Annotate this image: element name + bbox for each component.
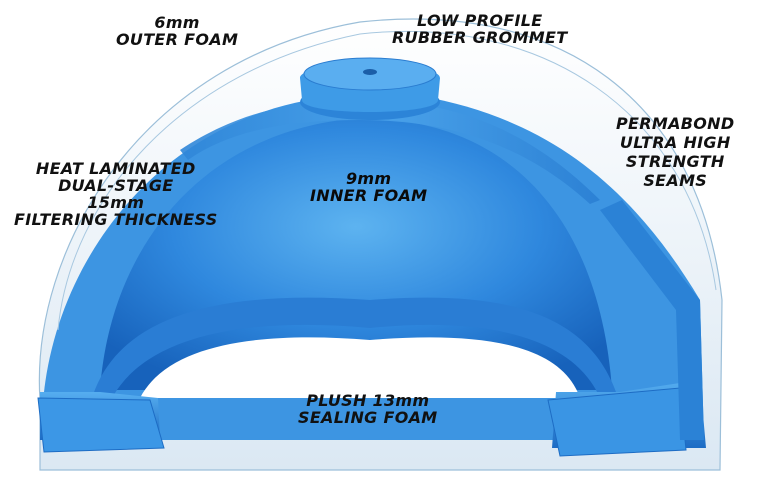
outer-foam-label: 6mm OUTER FOAM [116, 13, 239, 49]
grommet-hole [363, 69, 377, 75]
outer-edge-line [57, 30, 717, 331]
right-foot [547, 387, 687, 457]
seams-label: PERMABOND ULTRA HIGH STRENGTH SEAMS [616, 114, 735, 190]
dome-rim [180, 100, 600, 204]
grommet-label: LOW PROFILE RUBBER GROMMET [392, 11, 568, 47]
inner-foam-label: 9mm INNER FOAM [310, 169, 428, 205]
sealing-foam-label: PLUSH 13mm SEALING FOAM [298, 391, 438, 427]
left-foot [37, 397, 165, 453]
right-seam-wall [600, 200, 704, 440]
sealing-foam-ring [92, 297, 618, 398]
filter-thickness-label: HEAT LAMINATED DUAL-STAGE 15mm FILTERING… [14, 159, 218, 229]
sealing-foam-ring-highlight [140, 337, 580, 398]
